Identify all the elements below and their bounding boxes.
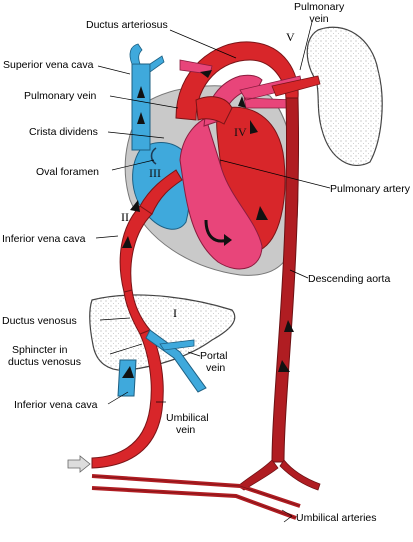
- label-crista-dividens: Crista dividens: [29, 126, 98, 138]
- iliac-split-right: [279, 459, 321, 491]
- superior-vena-cava-vessel: [131, 63, 151, 151]
- label-inferior-vena-cava-lower: Inferior vena cava: [14, 399, 98, 411]
- leader-lines: [95, 21, 331, 523]
- oval-foramen-marker: [150, 147, 157, 165]
- label-pulmonary-vein-top-2: vein: [309, 13, 329, 25]
- label-umbilical-vein-2: vein: [176, 424, 196, 436]
- pulmonary-vein-vessel: [271, 75, 321, 97]
- flow-arrows: [122, 70, 294, 378]
- label-oval-foramen: Oval foramen: [36, 166, 100, 178]
- label-portal-vein-2: vein: [206, 362, 226, 374]
- numeral-II: II: [121, 210, 129, 224]
- numeral-III: III: [149, 166, 161, 180]
- label-descending-aorta: Descending aorta: [308, 273, 391, 285]
- lung: [306, 26, 383, 167]
- label-ductus-arteriosus: Ductus arteriosus: [86, 19, 168, 31]
- label-portal-vein-1: Portal: [200, 350, 228, 362]
- label-pulmonary-vein: Pulmonary vein: [24, 90, 97, 102]
- label-pulmonary-artery: Pulmonary artery: [330, 183, 410, 195]
- numeral-IV: IV: [234, 125, 247, 139]
- label-umbilical-arteries: Umbilical arteries: [296, 512, 377, 524]
- label-pulmonary-vein-top-1: Pulmonary: [294, 1, 345, 13]
- label-sphincter-2: ductus venosus: [8, 356, 81, 368]
- label-sphincter-1: Sphincter in: [12, 344, 68, 356]
- label-superior-vena-cava: Superior vena cava: [3, 59, 94, 71]
- label-ductus-venosus: Ductus venosus: [2, 315, 77, 327]
- left-atrium: [195, 96, 233, 125]
- label-umbilical-vein-1: Umbilical: [166, 412, 209, 424]
- numeral-V: V: [286, 30, 295, 44]
- umbilical-inflow-arrow: [67, 455, 91, 473]
- label-inferior-vena-cava-upper: Inferior vena cava: [2, 233, 86, 245]
- numeral-I: I: [173, 306, 177, 320]
- liver: [89, 294, 236, 371]
- iliac-split: [237, 459, 279, 491]
